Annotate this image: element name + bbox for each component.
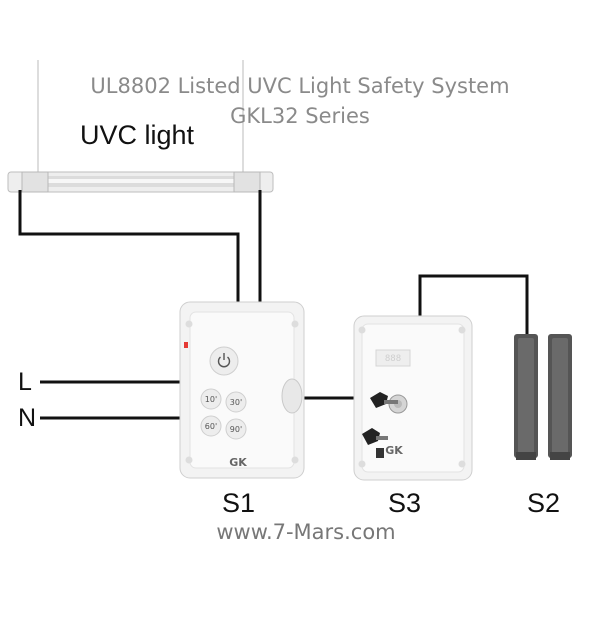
timer-90-label: 90': [230, 425, 242, 434]
line-N-label: N: [18, 404, 37, 432]
wire-s3-s2: [418, 274, 529, 336]
s1-label: S1: [222, 488, 256, 518]
display-digits: 888: [385, 354, 401, 364]
s3-label: S3: [388, 488, 422, 518]
s1-controller-box: 10' 30' 60' 90' GK: [179, 301, 305, 479]
timer-60-label: 60': [205, 422, 217, 431]
timer-10-label: 10': [205, 395, 217, 404]
wire-light-s1-a: [18, 190, 240, 302]
title-line-2: GKL32 Series: [230, 104, 370, 128]
timer-30-label: 30': [230, 398, 242, 407]
line-L-label: L: [18, 368, 32, 396]
uvc-light-label: UVC light: [80, 120, 195, 150]
s2-door-sensor: [514, 334, 572, 460]
s3-logo: GK: [385, 444, 403, 457]
uvc-light-fixture: [7, 171, 274, 193]
key-icon: [362, 392, 398, 458]
timer-button-60: [200, 415, 222, 437]
power-icon: [217, 353, 231, 368]
website-url: www.7-Mars.com: [216, 520, 396, 544]
timer-button-30: [225, 391, 247, 413]
title-line-1: UL8802 Listed UVC Light Safety System: [90, 74, 510, 98]
s3-key-switch-box: 888 GK: [353, 315, 473, 481]
s1-logo: GK: [229, 456, 247, 469]
timer-button-10: [200, 388, 222, 410]
s2-label: S2: [527, 488, 561, 518]
timer-button-90: [225, 418, 247, 440]
digital-display: [375, 349, 411, 367]
status-led: [184, 342, 188, 348]
